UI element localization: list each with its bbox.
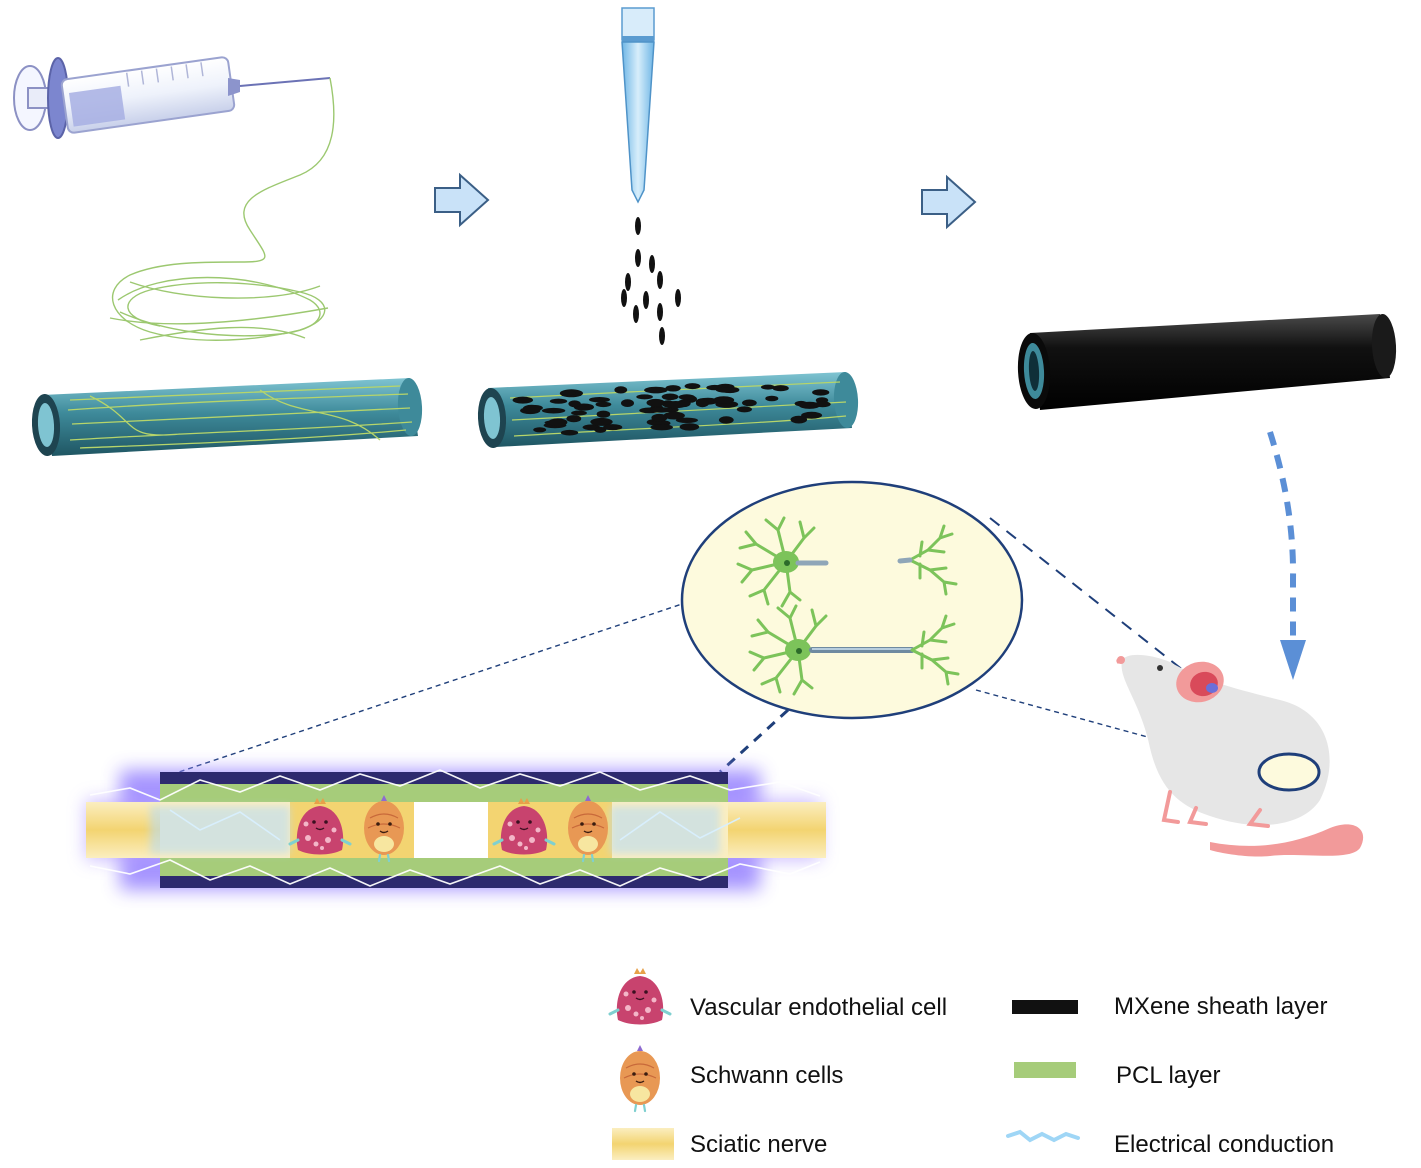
mxene-flake (549, 398, 568, 404)
legend-item-electrical: Electrical conduction (1006, 1129, 1334, 1158)
mxene-flake (621, 399, 634, 407)
mxene-flake (646, 398, 665, 407)
mxene-flake (566, 415, 582, 423)
mxene-flake (595, 401, 612, 408)
legend-item-sciatic: Sciatic nerve (612, 1128, 827, 1160)
mxene-flake (594, 426, 607, 433)
legend: Vascular endothelial cell Schwann cells … (608, 966, 1334, 1160)
pcl-fiber-conduit (31, 378, 423, 456)
mxene-flake (715, 387, 736, 393)
mxene-flake (636, 394, 653, 400)
mxene-flake (812, 389, 830, 396)
mxene-flake (772, 385, 789, 392)
mxene-flake (684, 383, 701, 390)
mxene-sheath-conduit (1017, 314, 1397, 410)
mxene-flake (742, 399, 757, 407)
mxene-flake (665, 385, 681, 392)
mxene-flake (533, 427, 547, 433)
mxene-flake (522, 404, 541, 413)
neuron-zoom-circle (680, 480, 1024, 720)
mxene-droplets (621, 217, 681, 345)
mxene-flake (590, 417, 613, 426)
sciatic-nerve-swatch (612, 1128, 674, 1160)
mxene-flake (560, 429, 579, 436)
pcl-layer-swatch (1014, 1062, 1076, 1078)
mxene-flake (650, 424, 673, 431)
electrospun-fiber (109, 77, 335, 341)
legend-label-schwann: Schwann cells (690, 1062, 843, 1089)
mxene-flake (736, 406, 753, 413)
mxene-flake (664, 401, 687, 409)
mxene-flake (718, 416, 734, 424)
legend-item-mxene: MXene sheath layer (1012, 993, 1327, 1020)
legend-label-vascular: Vascular endothelial cell (690, 994, 947, 1021)
mxene-flake (765, 395, 779, 402)
legend-item-pcl: PCL layer (1014, 1062, 1220, 1089)
mxene-coated-conduit (477, 372, 859, 448)
mxene-flake (678, 394, 695, 400)
mxene-flake (814, 401, 831, 408)
mxene-flake (675, 417, 699, 423)
mxene-flake (512, 396, 533, 404)
vascular-endothelial-cell-icon (608, 966, 672, 1026)
mxene-flake (571, 410, 587, 416)
mxene-flake (548, 418, 568, 427)
mxene-flake (661, 393, 679, 401)
mxene-flake (568, 400, 581, 408)
mxene-flake (679, 423, 700, 431)
legend-label-electrical: Electrical conduction (1114, 1131, 1334, 1158)
implantation-arrow (1267, 431, 1306, 680)
legend-label-pcl: PCL layer (1116, 1062, 1220, 1089)
mxene-flake (596, 410, 611, 418)
process-arrow-2 (921, 174, 977, 230)
legend-label-mxene: MXene sheath layer (1114, 993, 1327, 1020)
process-arrow-1 (434, 172, 490, 228)
mouse (1116, 654, 1364, 857)
mxene-flake (790, 415, 808, 424)
mxene-flake (801, 411, 823, 419)
mxene-flake (614, 386, 628, 394)
mxene-flake (798, 401, 821, 409)
electrical-conduction-swatch (1006, 1129, 1080, 1143)
pipette-tip (621, 7, 655, 204)
syringe (13, 56, 331, 139)
mxene-flake (651, 413, 668, 422)
mxene-flake (541, 407, 566, 414)
neuron-reconnected (748, 604, 960, 696)
schwann-cell-icon (618, 1043, 662, 1113)
mxene-flake (663, 411, 685, 420)
mxene-flake (713, 396, 735, 404)
legend-item-schwann: Schwann cells (618, 1043, 843, 1113)
legend-item-vascular: Vascular endothelial cell (608, 966, 947, 1026)
mxene-flake (644, 386, 668, 394)
mxene-flake (589, 397, 610, 403)
conduit-cross-section (86, 769, 826, 890)
mxene-sheath-swatch (1012, 1000, 1078, 1014)
mxene-flake (603, 424, 623, 431)
mxene-flakes (512, 383, 831, 436)
mxene-flake (562, 390, 576, 396)
mxene-flake (649, 407, 673, 413)
mxene-flake (761, 384, 775, 390)
neuron-disconnected (736, 516, 958, 608)
legend-label-sciatic: Sciatic nerve (690, 1131, 827, 1158)
mxene-flake (695, 399, 709, 408)
